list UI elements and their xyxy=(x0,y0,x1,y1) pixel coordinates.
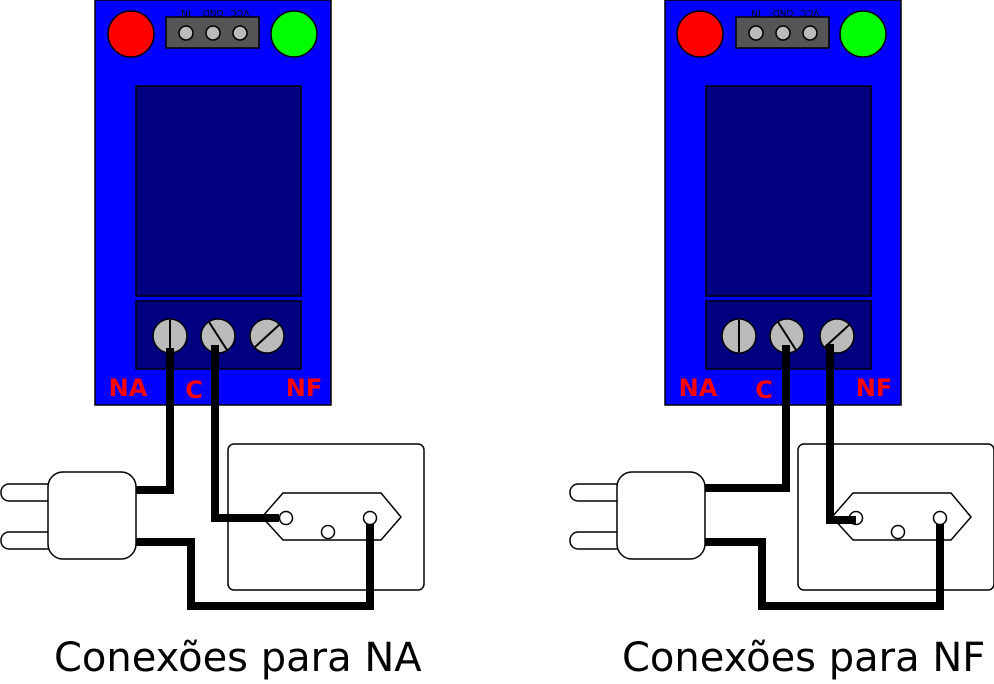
pin-label-gnd: GND xyxy=(203,7,224,17)
plug-body xyxy=(616,471,706,560)
power-led-green xyxy=(839,10,887,58)
diagram-na: IN GND VCC NA C NF xyxy=(0,0,425,610)
plug-prong-top xyxy=(569,483,625,502)
screw-terminal-c xyxy=(769,318,805,354)
relay-body xyxy=(135,85,302,297)
wire-c-to-plug xyxy=(705,345,790,492)
screw-terminal-na xyxy=(152,318,188,354)
socket-hole-ground xyxy=(890,524,906,540)
screw-terminal-nf xyxy=(819,318,855,354)
socket-hole-right xyxy=(362,510,378,526)
socket-hole-left xyxy=(278,510,294,526)
terminal-label-c: C xyxy=(755,376,773,404)
status-led-red xyxy=(676,10,724,58)
plug-prong-bottom xyxy=(569,531,625,550)
wire-nf-to-socket xyxy=(826,344,856,524)
relay-body xyxy=(705,85,872,297)
wire-na-to-plug xyxy=(136,348,174,494)
pin-gnd xyxy=(775,25,791,41)
screw-terminal-nf xyxy=(249,318,285,354)
wire-plug-to-socket xyxy=(136,524,374,610)
plug-body xyxy=(47,471,137,560)
pin-vcc xyxy=(232,25,248,41)
terminal-label-c: C xyxy=(185,376,203,404)
pin-label-gnd: GND xyxy=(773,7,794,17)
terminal-label-nf: NF xyxy=(856,374,892,402)
pin-label-in: IN xyxy=(181,7,190,17)
wire-c-to-socket xyxy=(211,345,279,522)
pin-in xyxy=(178,25,194,41)
pin-label-in: IN xyxy=(751,7,760,17)
terminal-label-na: NA xyxy=(679,374,718,402)
plug-prong-bottom xyxy=(0,531,56,550)
screw-terminal-na xyxy=(721,318,757,354)
wires-nf xyxy=(705,344,944,610)
status-led-red xyxy=(107,10,155,58)
pin-in xyxy=(748,25,764,41)
pin-label-vcc: VCC xyxy=(231,7,250,17)
terminal-label-nf: NF xyxy=(286,374,322,402)
diagram-nf: IN GND VCC NA C NF xyxy=(569,0,994,610)
wire-plug-to-socket xyxy=(705,524,944,610)
caption-nf: Conexões para NF xyxy=(622,635,986,681)
pin-vcc xyxy=(802,25,818,41)
plug-prong-top xyxy=(0,483,56,502)
socket-hole-ground xyxy=(320,524,336,540)
pin-gnd xyxy=(205,25,221,41)
terminal-label-na: NA xyxy=(109,374,148,402)
power-led-green xyxy=(270,10,318,58)
socket-hole-right xyxy=(932,510,948,526)
wires-na xyxy=(136,345,374,610)
pin-label-vcc: VCC xyxy=(801,7,820,17)
caption-na: Conexões para NA xyxy=(54,635,422,681)
